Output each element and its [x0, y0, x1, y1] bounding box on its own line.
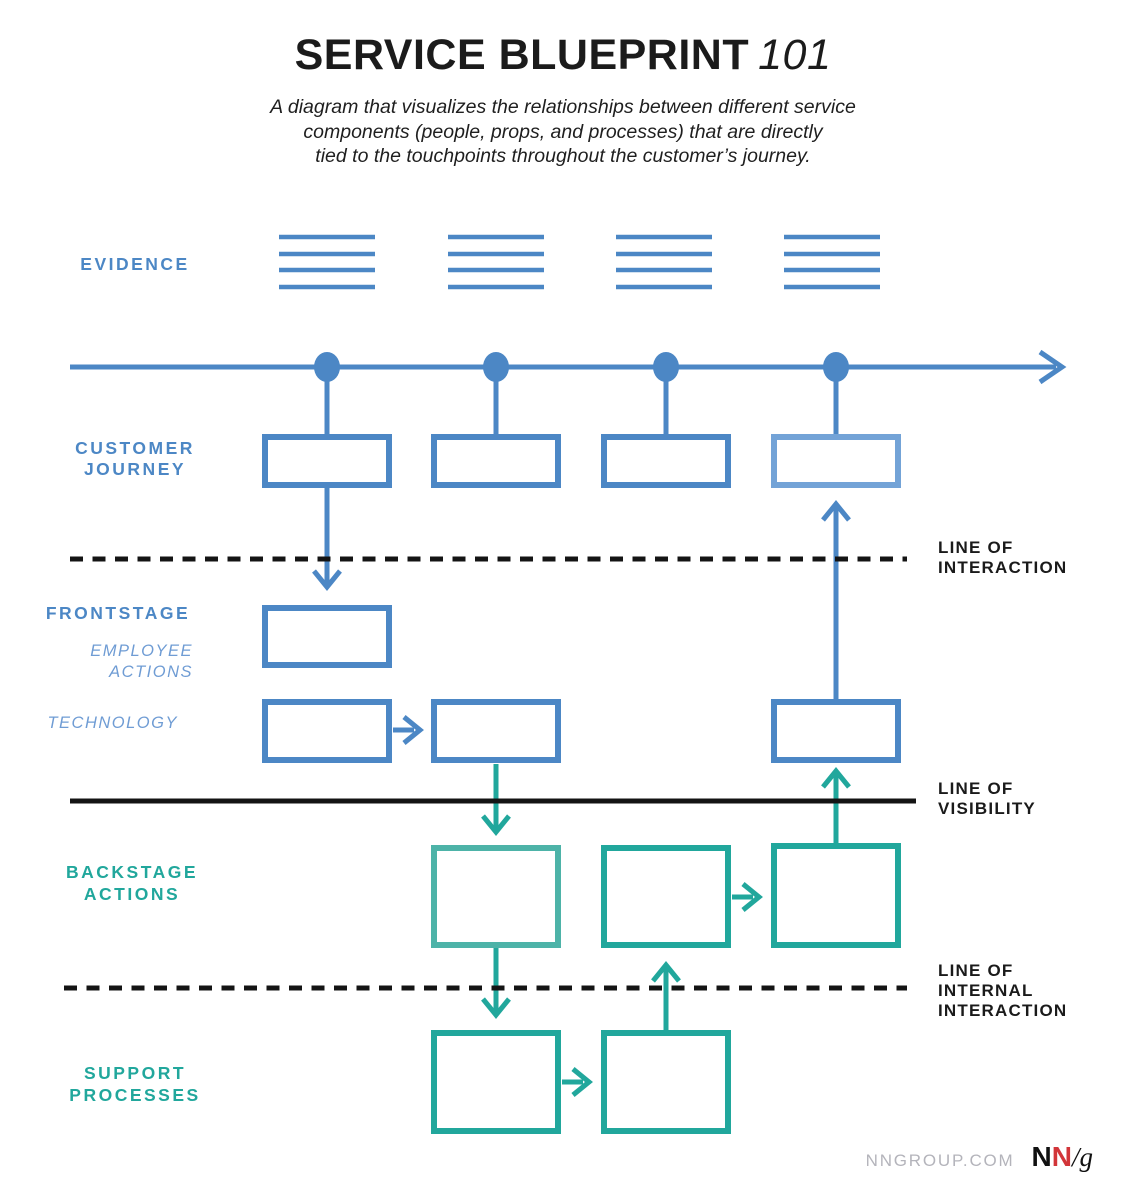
- line-of-internal-interaction-label-line1: LINE OF: [938, 961, 1014, 980]
- touchpoint-dot-1: [314, 352, 340, 382]
- technology-box-1: [262, 699, 392, 763]
- technology-box-2: [431, 699, 561, 763]
- customer-journey-label-line2: JOURNEY: [83, 459, 187, 479]
- line-of-internal-interaction-label-line3: INTERACTION: [938, 1001, 1068, 1020]
- nng-logo: NN/g: [1032, 1141, 1093, 1173]
- customer-journey-label: CUSTOMER JOURNEY: [35, 438, 235, 480]
- backstage-actions-label-line1: BACKSTAGE: [65, 862, 199, 882]
- employee-action-box: [262, 605, 392, 668]
- customer-journey-label-line1: CUSTOMER: [75, 438, 195, 458]
- nng-logo-n2: N: [1051, 1141, 1072, 1172]
- nng-logo-slash-g: /g: [1071, 1142, 1093, 1172]
- arrow-up-backstage-to-technology: [821, 767, 851, 846]
- backstage-actions-label-line2: ACTIONS: [83, 883, 181, 904]
- arrow-down-journey-to-frontstage: [312, 486, 342, 591]
- support-box-2: [601, 1030, 731, 1134]
- arrow-head: [741, 882, 763, 912]
- evidence-label: EVIDENCE: [80, 254, 190, 274]
- backstage-box-2: [601, 845, 731, 948]
- arrow-up-support-to-backstage: [651, 961, 681, 1032]
- arrow-down-technology-to-backstage: [481, 764, 511, 836]
- arrow-head: [651, 961, 681, 983]
- arrow-head: [821, 767, 851, 789]
- touchpoint-dot-2: [483, 352, 509, 382]
- arrow-head: [481, 814, 511, 836]
- arrow-head: [312, 569, 342, 591]
- journey-box-2: [431, 434, 561, 488]
- line-of-visibility-label-line2: VISIBILITY: [938, 799, 1036, 818]
- touchpoint-dot-4: [823, 352, 849, 382]
- line-of-visibility-label: LINE OF VISIBILITY: [938, 779, 1036, 819]
- evidence-lines-icon-2: [448, 234, 544, 290]
- arrow-right-backstage2-to-backstage3: [732, 882, 763, 912]
- evidence-lines-icon-4: [784, 234, 880, 290]
- timeline-arrow-icon: [70, 349, 1067, 385]
- employee-actions-label: EMPLOYEE ACTIONS: [35, 641, 193, 683]
- employee-actions-label-line2: ACTIONS: [109, 663, 193, 681]
- page-subtitle: A diagram that visualizes the relationsh…: [0, 95, 1126, 169]
- subtitle-line-1: A diagram that visualizes the relationsh…: [270, 96, 856, 118]
- support-box-1: [431, 1030, 561, 1134]
- support-processes-label-line1: SUPPORT: [83, 1063, 187, 1083]
- arrow-down-backstage-to-support: [481, 946, 511, 1019]
- support-processes-label-line2: PROCESSES: [69, 1085, 201, 1105]
- backstage-box-3: [771, 843, 901, 948]
- line-of-visibility-label-line1: LINE OF: [938, 779, 1014, 798]
- support-processes-label: SUPPORT PROCESSES: [35, 1062, 235, 1106]
- line-of-interaction-label-line2: INTERACTION: [938, 558, 1068, 577]
- employee-actions-label-line1: EMPLOYEE: [90, 642, 193, 660]
- evidence-lines-icon-3: [616, 234, 712, 290]
- footer-site-url: NNGROUP.COM: [865, 1151, 1015, 1170]
- arrow-head: [821, 500, 851, 522]
- line-of-interaction-label-line1: LINE OF: [938, 538, 1014, 557]
- journey-box-3: [601, 434, 731, 488]
- journey-box-4: [771, 434, 901, 488]
- arrow-up-technology-to-journey: [821, 500, 851, 702]
- page-title-main: SERVICE BLUEPRINT: [294, 31, 750, 79]
- arrow-right-support1-to-support2: [562, 1067, 593, 1097]
- technology-label: TECHNOLOGY: [47, 714, 178, 732]
- nng-logo-n1: N: [1031, 1141, 1052, 1172]
- page-title-suffix: 101: [758, 31, 832, 79]
- backstage-actions-label: BACKSTAGE ACTIONS: [32, 862, 232, 905]
- subtitle-line-2: components (people, props, and processes…: [303, 120, 823, 143]
- arrow-head: [481, 997, 511, 1019]
- backstage-box-1: [431, 845, 561, 948]
- touchpoint-dot-3: [653, 352, 679, 382]
- frontstage-label: FRONTSTAGE: [45, 603, 191, 623]
- technology-box-3: [771, 699, 901, 763]
- line-of-internal-interaction-label: LINE OF INTERNAL INTERACTION: [938, 961, 1067, 1021]
- arrow-head: [402, 715, 424, 745]
- evidence-lines-icon-1: [279, 234, 375, 290]
- line-of-interaction-label: LINE OF INTERACTION: [938, 538, 1067, 578]
- arrow-head: [571, 1067, 593, 1097]
- journey-box-1: [262, 434, 392, 488]
- line-of-internal-interaction-label-line2: INTERNAL: [938, 981, 1034, 1000]
- subtitle-line-3: tied to the touchpoints throughout the c…: [315, 145, 811, 167]
- timeline-arrowhead: [1038, 349, 1067, 385]
- arrow-right-technology1-to-technology2: [393, 715, 424, 745]
- footer: NNGROUP.COM NN/g: [866, 1141, 1093, 1173]
